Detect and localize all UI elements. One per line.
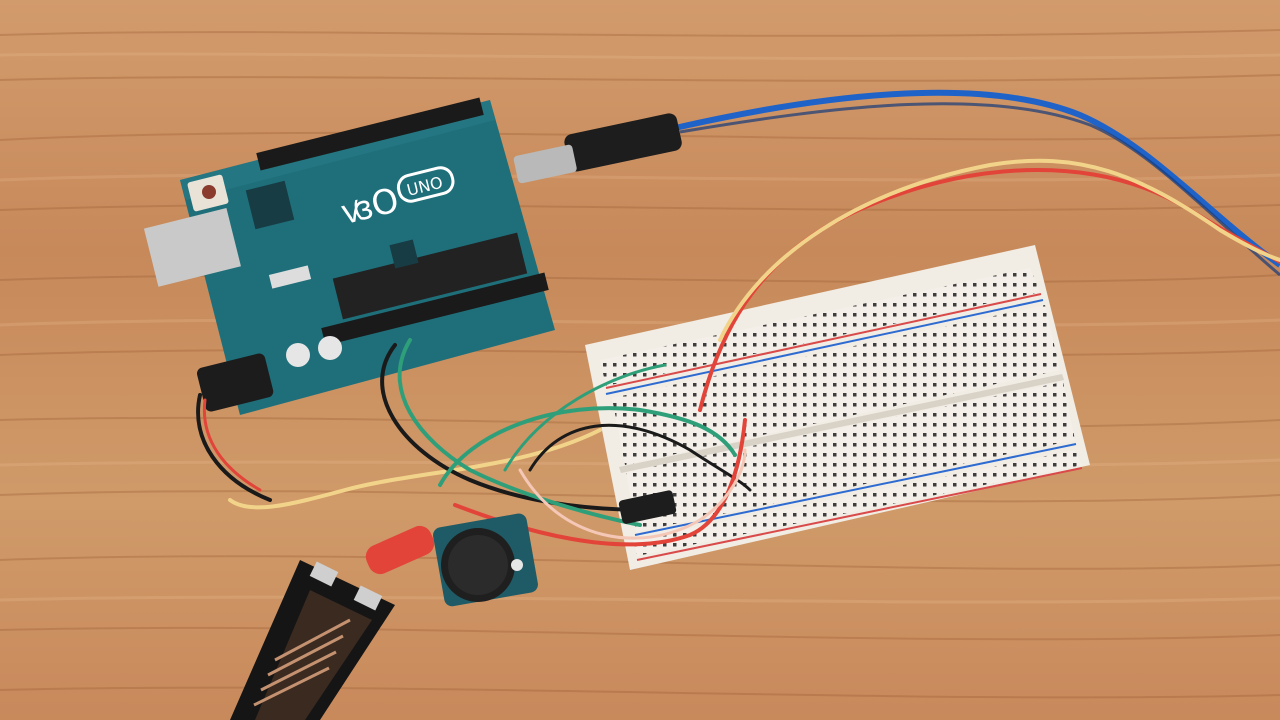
sensor-connector bbox=[618, 490, 677, 524]
microphone-sensor bbox=[365, 513, 538, 607]
usb-cable bbox=[513, 89, 1280, 277]
arduino-board: ꟃO UNO bbox=[143, 97, 555, 415]
microcontroller-chip bbox=[332, 232, 528, 320]
usb-b-port bbox=[143, 208, 241, 287]
breadboard bbox=[585, 245, 1090, 570]
battery bbox=[230, 560, 395, 720]
jumper-wires bbox=[196, 158, 1280, 547]
power-jack bbox=[196, 353, 274, 412]
